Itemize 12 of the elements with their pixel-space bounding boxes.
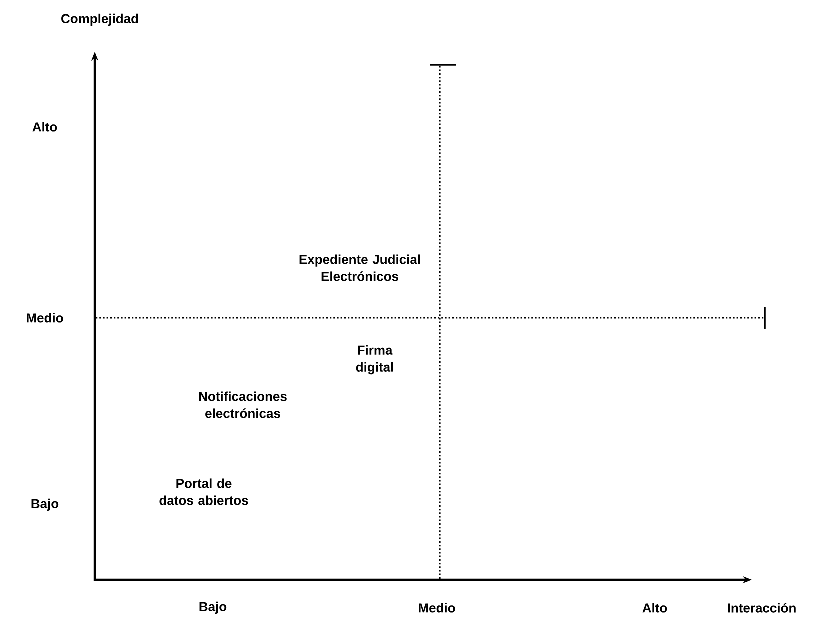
item-label: Expediente Judicial Electrónicos (300, 254, 420, 282)
tick-label: Medio (27, 313, 64, 323)
tick-label: Bajo (32, 498, 59, 512)
tick-label: Alto (642, 603, 668, 613)
item-label: Notificaciones electrónicas (199, 392, 287, 418)
axis-title: Complejidad (62, 14, 138, 26)
tick-label: Bajo (200, 602, 227, 614)
item-label: Portal de datos abiertos (160, 478, 248, 506)
tick-label: Alto (32, 122, 58, 132)
tick-label: Medio (419, 603, 456, 613)
item-label: Firma digital (356, 345, 394, 375)
axis-title: Interacción (728, 603, 796, 613)
